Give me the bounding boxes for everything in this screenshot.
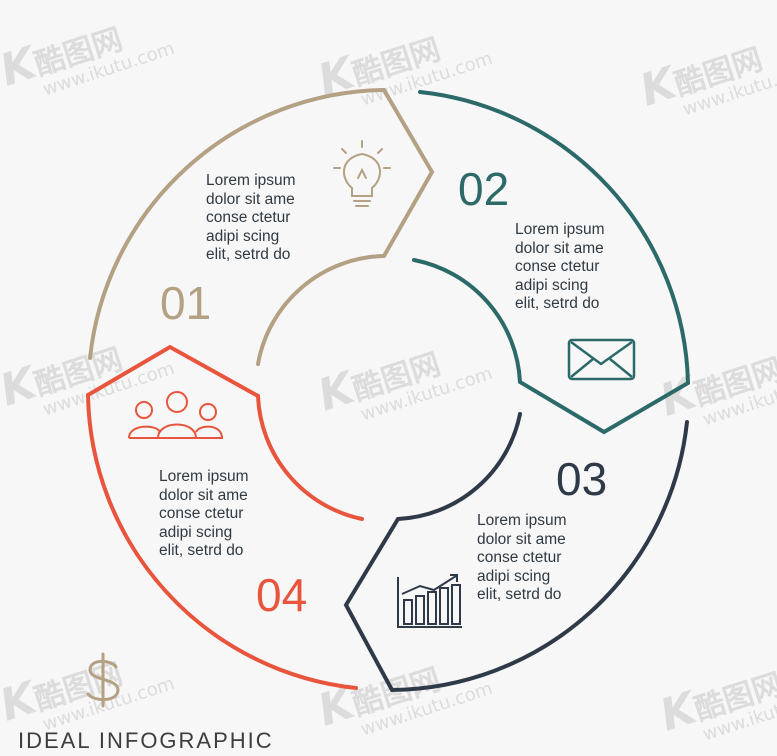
segment-04-number: 04 [256, 569, 308, 621]
bar-chart-icon [397, 574, 462, 628]
segment-03-number: 03 [556, 453, 608, 505]
segment-01-outline [88, 87, 435, 366]
envelope-icon [567, 338, 636, 381]
segment-02-number: 02 [458, 163, 510, 215]
footer-caption: IDEAL INFOGRAPHIC [18, 728, 274, 753]
dollar-icon [86, 652, 120, 708]
segment-03-outline [343, 412, 689, 693]
segment-01-number: 01 [160, 277, 212, 329]
people-icon [128, 391, 224, 439]
segment-04-outline [85, 344, 364, 690]
lightbulb-icon [333, 140, 391, 207]
segment-02-outline [412, 90, 691, 435]
